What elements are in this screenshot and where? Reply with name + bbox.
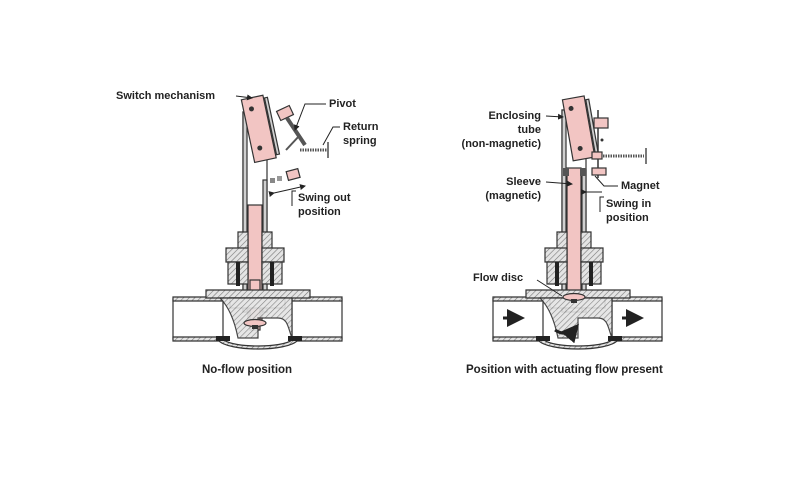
return-spring [300, 142, 329, 158]
sleeve-right [566, 167, 582, 297]
pivot-arm [275, 104, 307, 151]
label-sleeve-1: Sleeve [506, 176, 541, 188]
right-labels: Enclosing tube (non-magnetic) Sleeve (ma… [462, 110, 663, 376]
caption-no-flow: No-flow position [202, 364, 292, 376]
left-labels: Switch mechanism Pivot Return spring Swi… [116, 90, 379, 376]
label-swing-out-1: Swing out [298, 192, 351, 204]
label-magnet: Magnet [621, 180, 660, 192]
label-enclosing-1: Enclosing [488, 110, 541, 122]
right-valve-body [492, 289, 663, 350]
switch-mechanism [240, 94, 281, 164]
label-switch-mechanism: Switch mechanism [116, 90, 215, 102]
label-return-spring-1: Return [343, 121, 379, 133]
left-switch-assembly [172, 94, 343, 350]
label-enclosing-2: tube [518, 124, 541, 136]
magnet [591, 167, 607, 176]
label-sleeve-2: (magnetic) [485, 190, 541, 202]
label-return-spring-2: spring [343, 135, 377, 147]
right-switch-assembly [492, 95, 663, 350]
flow-arrow-curve [554, 323, 579, 344]
left-valve-body [172, 289, 343, 350]
label-swing-in-2: position [606, 212, 649, 224]
caption-actuating-flow: Position with actuating flow present [466, 364, 663, 376]
label-swing-out-2: position [298, 206, 341, 218]
label-swing-in-1: Swing in [606, 198, 652, 210]
label-enclosing-3: (non-magnetic) [462, 138, 542, 150]
label-pivot: Pivot [329, 98, 356, 110]
label-flow-disc: Flow disc [473, 272, 523, 284]
